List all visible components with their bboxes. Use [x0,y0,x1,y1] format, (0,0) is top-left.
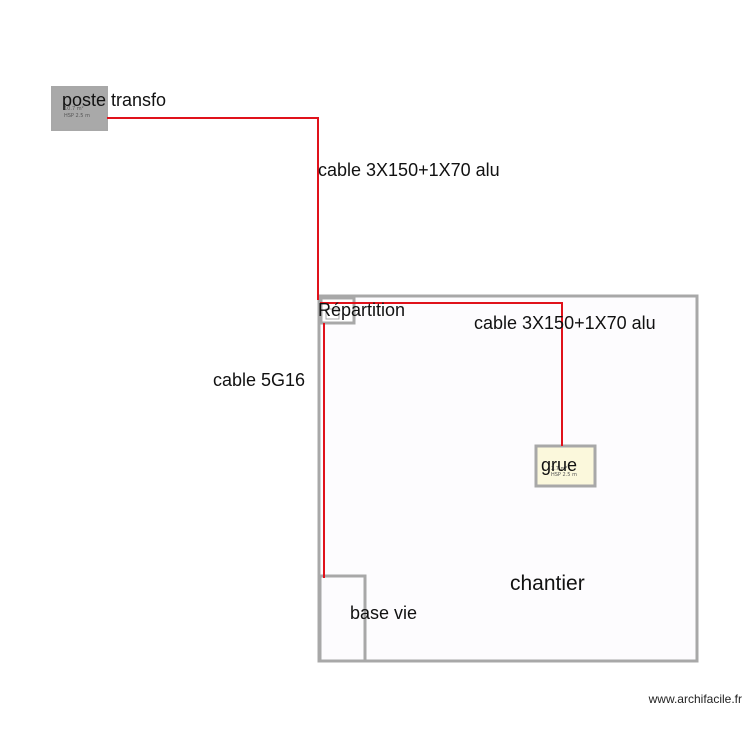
cable-repartition-to-grue[interactable] [320,302,563,446]
poste-transfo-label: poste transfo [62,90,166,110]
grue-label: grue [541,455,577,475]
cable-main-label: cable 3X150+1X70 alu [318,160,500,180]
repartition-label: Répartition [318,300,405,320]
watermark: www.archifacile.fr [648,692,742,706]
cable-transfo-to-repartition[interactable] [107,117,319,300]
poste-transfo-hsp: HSP 2.5 m [64,113,90,119]
cable-grue-label: cable 3X150+1X70 alu [474,313,656,333]
room-poste-transfo[interactable] [51,86,108,131]
room-grue[interactable] [534,444,597,488]
room-chantier[interactable] [317,294,699,663]
room-base-vie[interactable] [318,574,367,663]
cable-base-vie-label: cable 5G16 [213,370,305,390]
grue-hsp: HSP 2.5 m [551,472,577,478]
poste-transfo-area: 10.7 m² [64,106,84,112]
base-vie-label: base vie [350,603,417,623]
chantier-label: chantier [510,572,585,595]
grue-area: 2.7 m² [551,466,567,472]
repartition-inner-box [325,308,340,320]
